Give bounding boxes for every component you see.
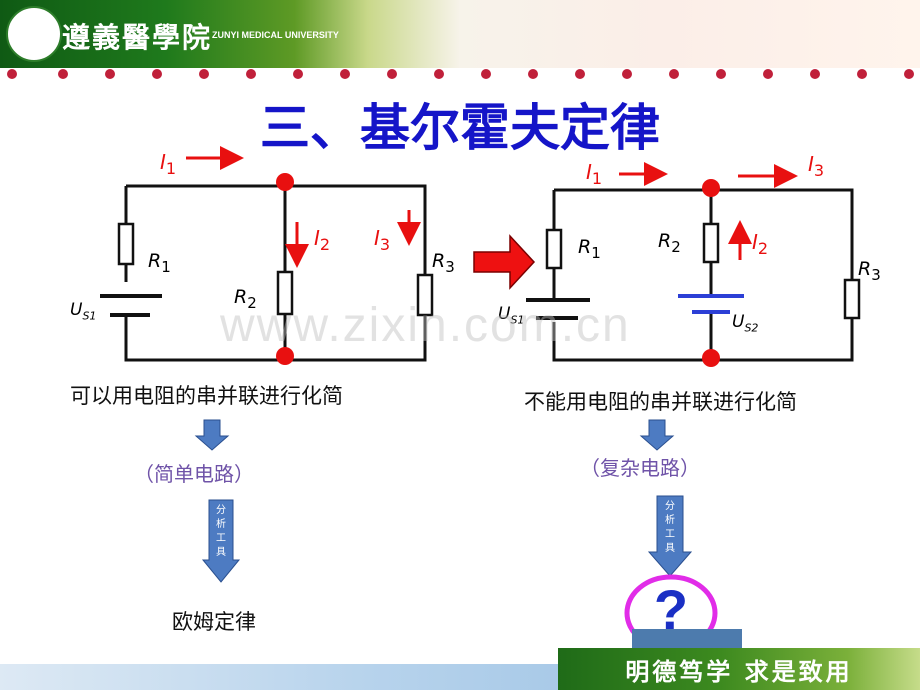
decorative-dots	[7, 69, 914, 79]
right-resistors	[545, 222, 861, 320]
right-label-us1: US1	[498, 304, 525, 327]
right-analysis-arrow	[647, 495, 693, 577]
left-label-us1: US1	[70, 300, 97, 323]
left-caption: 可以用电阻的串并联进行化简	[70, 384, 343, 408]
right-label-r3: R3	[858, 258, 881, 284]
motto-text: 明德笃学 求是致用	[625, 657, 853, 686]
right-caption: 不能用电阻的串并联进行化简	[524, 390, 797, 414]
left-analysis-arrow	[201, 499, 241, 583]
right-current-arrows	[619, 162, 798, 260]
right-label-i3: I3	[808, 152, 825, 180]
right-label-us2: US2	[732, 312, 759, 335]
left-resistors	[117, 222, 434, 317]
left-r2	[276, 270, 294, 316]
right-nodes	[702, 179, 720, 367]
university-logo	[6, 6, 62, 62]
page-title: 三、基尔霍夫定律	[260, 99, 660, 157]
university-name-cn: 遵義醫學院	[62, 21, 213, 54]
left-nodes	[276, 173, 294, 365]
right-result-question-mark: ?	[653, 578, 689, 641]
motto-banner: 明德笃学 求是致用	[558, 648, 920, 690]
right-label-i2: I2	[752, 230, 769, 258]
right-small-down-arrow	[639, 419, 675, 451]
left-r1	[117, 222, 135, 266]
right-r3	[843, 278, 861, 320]
right-circuit-type: （复杂电路）	[580, 456, 700, 480]
university-name-en: ZUNYI MEDICAL UNIVERSITY	[212, 30, 339, 40]
left-label-i2: I2	[314, 226, 331, 254]
right-r1	[545, 228, 563, 270]
header-banner: 遵義醫學院 ZUNYI MEDICAL UNIVERSITY	[0, 0, 920, 68]
left-small-down-arrow	[194, 419, 230, 451]
left-r3	[416, 273, 434, 317]
right-r2	[702, 222, 720, 264]
left-label-r2: R2	[234, 286, 257, 312]
transition-arrow	[473, 234, 536, 290]
right-label-i1: I1	[586, 160, 603, 188]
left-analysis-label: 分析工具	[216, 505, 226, 558]
right-label-r1: R1	[578, 236, 601, 262]
left-label-r3: R3	[432, 250, 455, 276]
watermark: www.zixin.com.cn	[220, 299, 631, 352]
right-source-us1	[526, 298, 590, 320]
left-current-arrows	[186, 146, 421, 268]
right-source-us2	[678, 294, 744, 314]
left-source-us1	[100, 294, 162, 317]
right-analysis-label: 分析工具	[665, 501, 675, 554]
right-label-r2: R2	[658, 230, 681, 256]
left-label-i1: I1	[160, 150, 177, 178]
left-circuit-type: （简单电路）	[134, 462, 254, 486]
left-result: 欧姆定律	[172, 610, 256, 634]
left-label-r1: R1	[148, 250, 171, 276]
left-label-i3: I3	[374, 226, 391, 254]
